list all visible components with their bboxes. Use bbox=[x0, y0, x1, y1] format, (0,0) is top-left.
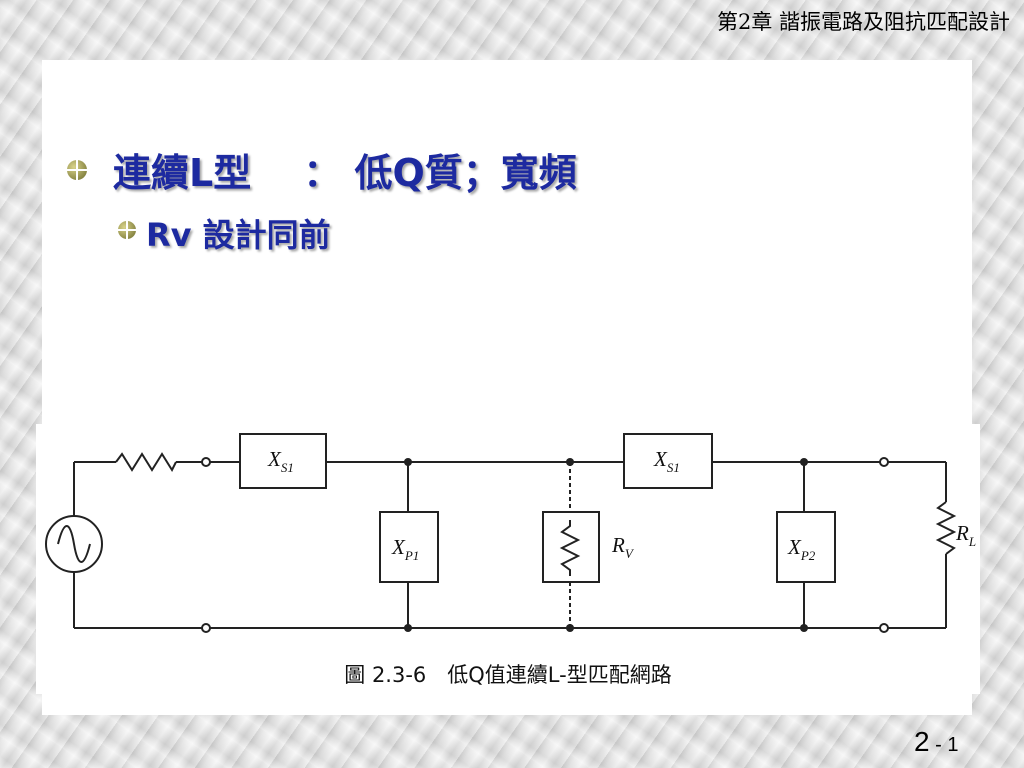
load-resistor bbox=[935, 501, 957, 555]
junction-dot bbox=[404, 458, 412, 466]
bullet-line-1: 連續L型 ： 低Q質；寬頻 bbox=[113, 142, 577, 197]
line1-colon: ： bbox=[303, 151, 342, 195]
sub-bullet-icon bbox=[118, 221, 136, 239]
terminal bbox=[879, 457, 889, 467]
bullet-line-2: Rv 設計同前 bbox=[146, 216, 331, 254]
circuit-svg: XS1 XS1 XP1 RV XP2 RL bbox=[45, 433, 976, 633]
line1-rest: 低Q質；寬頻 bbox=[354, 151, 577, 195]
sine-wave-icon bbox=[57, 525, 91, 563]
xs1-right-label: XS1 bbox=[653, 447, 680, 475]
circuit-diagram: XS1 XS1 XP1 RV XP2 RL 圖 2.3-6 低Q值連續L-型匹配… bbox=[36, 424, 980, 694]
ac-source-icon bbox=[45, 515, 103, 573]
xs1-right-box bbox=[623, 433, 713, 489]
terminal bbox=[879, 623, 889, 633]
junction-dot bbox=[566, 458, 574, 466]
junction-dot bbox=[566, 624, 574, 632]
junction-dot bbox=[800, 458, 808, 466]
figure-caption: 圖 2.3-6 低Q值連續L-型匹配網路 bbox=[344, 663, 672, 687]
junction-dot bbox=[800, 624, 808, 632]
source-resistor bbox=[115, 452, 177, 473]
xs1-left-box bbox=[239, 433, 327, 489]
xp2-label: XP2 bbox=[787, 535, 816, 563]
chapter-title: 第2章 諧振電路及阻抗匹配設計 bbox=[716, 10, 1010, 34]
page-number: 2 - 1 bbox=[914, 726, 959, 757]
bullet-icon bbox=[67, 160, 87, 180]
junction-dot bbox=[404, 624, 412, 632]
xp2-box bbox=[776, 511, 836, 583]
rv-label: RV bbox=[611, 533, 635, 561]
rv-resistor bbox=[559, 520, 581, 576]
terminal bbox=[201, 457, 211, 467]
rl-label: RL bbox=[955, 521, 976, 549]
terminal bbox=[201, 623, 211, 633]
xs1-left-label: XS1 bbox=[267, 447, 294, 475]
xp1-box bbox=[379, 511, 439, 583]
line1-label: 連續L型 bbox=[113, 151, 252, 195]
xp1-label: XP1 bbox=[391, 535, 419, 563]
